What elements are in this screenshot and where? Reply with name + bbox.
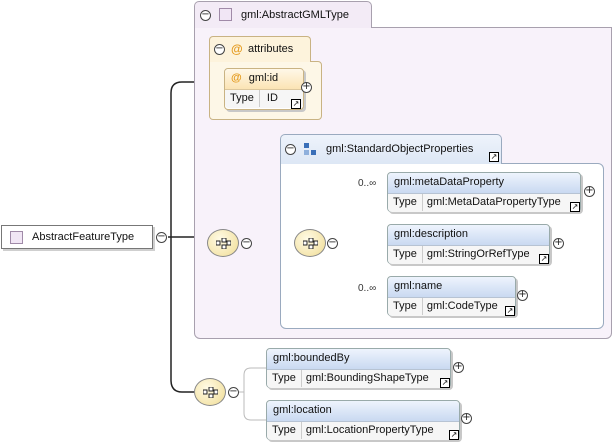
element-name: gml:location	[273, 404, 332, 416]
group-icon	[303, 142, 317, 156]
sequence-compositor-icon[interactable]	[207, 229, 239, 257]
base-type-header[interactable]: − gml:AbstractGMLType	[194, 1, 372, 28]
type-value: ID	[266, 92, 278, 104]
attributes-header[interactable]: − @ attributes	[209, 36, 311, 62]
group-label: gml:StandardObjectProperties	[326, 143, 474, 155]
sequence-collapse-toggle[interactable]: −	[327, 237, 338, 249]
element-name: gml:metaDataProperty	[394, 176, 505, 188]
element-name: gml:description	[394, 228, 468, 240]
sequence-collapse-toggle[interactable]: −	[241, 237, 252, 249]
element-expand-toggle[interactable]: +	[453, 361, 464, 373]
goto-type-icon[interactable]: ↗	[570, 202, 580, 212]
type-key: Type	[388, 246, 423, 263]
base-type-collapse-toggle[interactable]: −	[200, 9, 211, 21]
element-expand-toggle[interactable]: +	[461, 412, 472, 424]
element-expand-toggle[interactable]: +	[517, 289, 528, 301]
sequence-compositor-icon[interactable]	[194, 378, 226, 406]
attributes-collapse-toggle[interactable]: −	[214, 43, 225, 55]
goto-type-icon[interactable]: ↗	[291, 99, 301, 109]
group-header[interactable]: − gml:StandardObjectProperties ↗	[280, 134, 502, 164]
group-collapse-toggle[interactable]: −	[285, 143, 296, 155]
type-value: gml:StringOrRefType	[426, 248, 530, 260]
goto-group-icon[interactable]: ↗	[489, 152, 499, 162]
attribute-id[interactable]: @ gml:id Type ID ↗	[224, 68, 304, 110]
type-key: Type	[225, 90, 260, 107]
goto-type-icon[interactable]: ↗	[539, 254, 549, 264]
type-key: Type	[267, 422, 302, 439]
attribute-icon: @	[231, 72, 242, 84]
occurrence-label: 0..∞	[358, 178, 377, 189]
element-expand-toggle[interactable]: +	[553, 237, 564, 249]
goto-type-icon[interactable]: ↗	[449, 430, 459, 440]
complex-type-icon	[219, 8, 232, 21]
goto-type-icon[interactable]: ↗	[505, 306, 515, 316]
sequence-collapse-toggle[interactable]: −	[228, 386, 239, 398]
complex-type-icon	[10, 231, 23, 244]
element-expand-toggle[interactable]: +	[584, 185, 595, 197]
attributes-label: attributes	[248, 43, 294, 55]
root-collapse-toggle[interactable]: −	[156, 231, 167, 243]
attribute-name: gml:id	[248, 72, 279, 84]
goto-type-icon[interactable]: ↗	[440, 378, 450, 388]
type-value: gml:MetaDataPropertyType	[426, 196, 561, 208]
element-name: gml:boundedBy	[273, 352, 350, 364]
occurrence-label: 0..∞	[358, 283, 377, 294]
type-value: gml:BoundingShapeType	[305, 372, 429, 384]
type-key: Type	[267, 370, 302, 387]
attribute-id-expand[interactable]: +	[301, 81, 312, 93]
root-element-label: AbstractFeatureType	[32, 231, 135, 243]
type-value: gml:LocationPropertyType	[305, 424, 434, 436]
sequence-compositor-icon[interactable]	[294, 229, 326, 257]
element-name-text: gml:name	[394, 280, 443, 292]
type-key: Type	[388, 298, 423, 315]
root-element-box[interactable]: AbstractFeatureType	[1, 225, 153, 249]
type-key: Type	[388, 194, 423, 211]
base-type-label: gml:AbstractGMLType	[241, 9, 349, 21]
attribute-icon: @	[231, 42, 243, 56]
type-value: gml:CodeType	[426, 300, 498, 312]
